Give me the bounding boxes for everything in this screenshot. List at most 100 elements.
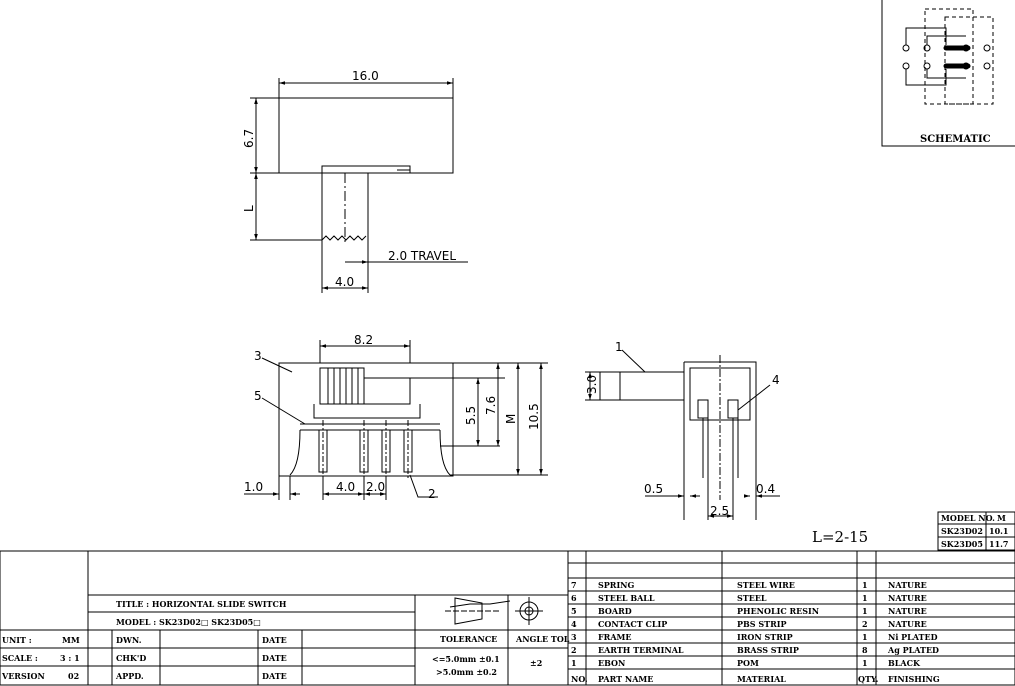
bom-finishing: BLACK: [888, 658, 921, 668]
dim-2-5: 2.5: [710, 504, 729, 518]
side-view: [585, 349, 780, 520]
terminal-pins: [318, 420, 413, 478]
callout-4: 4: [772, 373, 780, 387]
unit-value: MM: [62, 635, 80, 645]
dim-1-0: 1.0: [244, 480, 263, 494]
lever-base: [321, 165, 411, 173]
model-header-m: M: [997, 513, 1006, 523]
callout-5: 5: [254, 389, 262, 403]
date-label-3: DATE: [262, 671, 287, 681]
bom-no: 7: [571, 580, 577, 590]
bom-material: PBS STRIP: [737, 619, 786, 629]
dim-3-0: 3.0: [585, 375, 599, 394]
bom-qty: 1: [862, 593, 868, 603]
bom-header-1: PART NAME: [598, 674, 653, 684]
model-row-1-m: 10.1: [989, 526, 1008, 536]
knob-ribs: [327, 368, 359, 404]
dim-knob-width: 8.2: [354, 333, 373, 347]
frame-side: [683, 361, 757, 500]
dim-7-6: 7.6: [484, 396, 498, 415]
model-table: [937, 511, 1015, 551]
bom-header-2: MATERIAL: [737, 674, 786, 684]
dim-lever-length: L: [242, 205, 256, 212]
bom-qty: 8: [862, 645, 868, 655]
bom-no: 4: [571, 619, 577, 629]
dim-pitch-2: 2.0: [366, 480, 385, 494]
bom-qty: 1: [862, 580, 868, 590]
date-label-2: DATE: [262, 653, 287, 663]
bom-part-name: FRAME: [598, 632, 632, 642]
callout-1: 1: [615, 340, 623, 354]
model-row-2-m: 11.7: [989, 539, 1008, 549]
bom-header-4: FINISHING: [888, 674, 940, 684]
bom-finishing: NATURE: [888, 580, 927, 590]
drawn-label: DWN.: [116, 635, 142, 645]
bom-part-name: BOARD: [598, 606, 632, 616]
bom-material: STEEL WIRE: [737, 580, 795, 590]
bom-header-3: QTY.: [858, 674, 879, 684]
model-row-1-name: SK23D02: [941, 526, 983, 536]
bom-qty: 1: [862, 606, 868, 616]
tolerance-line-1: <=5.0mm ±0.1: [432, 654, 500, 664]
dim-0-5: 0.5: [644, 482, 663, 496]
schematic-label: SCHEMATIC: [920, 134, 991, 145]
model-header-model-no: MODEL NO.: [941, 513, 995, 523]
dim-m: M: [504, 414, 518, 424]
scale-value: 3 : 1: [60, 653, 80, 663]
angle-tol-header: ANGLE TOL: [515, 634, 570, 644]
bom-part-name: STEEL BALL: [598, 593, 655, 603]
bom-qty: 1: [862, 658, 868, 668]
bom-part-name: SPRING: [598, 580, 634, 590]
callout-2: 2: [428, 487, 436, 501]
break-line: [321, 235, 367, 241]
bom-material: PHENOLIC RESIN: [737, 606, 819, 616]
front-view: [244, 340, 548, 500]
top-view: [250, 78, 468, 293]
model-text: MODEL : SK23D02□ SK23D05□: [116, 617, 261, 627]
bom-material: BRASS STRIP: [737, 645, 799, 655]
bom-part-name: EBON: [598, 658, 625, 668]
lever-outline: [321, 173, 369, 242]
lever-side: [599, 371, 685, 401]
bom-no: 1: [571, 658, 577, 668]
bom-finishing: NATURE: [888, 619, 927, 629]
bom-qty: 1: [862, 632, 868, 642]
bom-material: STEEL: [737, 593, 767, 603]
dim-pitch: 4.0: [336, 480, 355, 494]
bom-finishing: NATURE: [888, 593, 927, 603]
bom-no: 5: [571, 606, 577, 616]
bom-finishing: NATURE: [888, 606, 927, 616]
date-label-1: DATE: [262, 635, 287, 645]
bom-part-name: EARTH TERMINAL: [598, 645, 684, 655]
bom-no: 6: [571, 593, 577, 603]
bom-material: POM: [737, 658, 759, 668]
bom-no: 2: [571, 645, 577, 655]
dim-5-5: 5.5: [464, 406, 478, 425]
callout-3: 3: [254, 349, 262, 363]
bom-qty: 2: [862, 619, 868, 629]
model-row-2-name: SK23D05: [941, 539, 983, 549]
title-block-grid: [0, 550, 1015, 686]
approved-label: APPD.: [115, 671, 144, 681]
tolerance-header: TOLERANCE: [440, 634, 497, 644]
schematic-box: [881, 0, 1015, 147]
version-value: 02: [68, 671, 79, 681]
tolerance-line-2: >5.0mm ±0.2: [436, 667, 497, 677]
dim-height: 6.7: [242, 129, 256, 148]
bom-header-0: NO.: [571, 674, 588, 684]
scale-label: SCALE :: [2, 653, 38, 663]
bom-no: 3: [571, 632, 577, 642]
l-range-note: L=2-15: [812, 528, 868, 546]
unit-label: UNIT :: [2, 635, 32, 645]
travel-label: 2.0 TRAVEL: [388, 249, 456, 263]
version-label: VERSION: [1, 671, 45, 681]
bom-finishing: Ag PLATED: [887, 645, 939, 655]
dim-0-4: 0.4: [756, 482, 775, 496]
dim-width: 16.0: [352, 69, 379, 83]
checked-label: CHK'D: [116, 653, 146, 663]
bom-part-name: CONTACT CLIP: [598, 619, 667, 629]
dim-10-5: 10.5: [527, 403, 541, 430]
angle-tol-value: ±2: [530, 658, 542, 668]
bom-material: IRON STRIP: [737, 632, 793, 642]
